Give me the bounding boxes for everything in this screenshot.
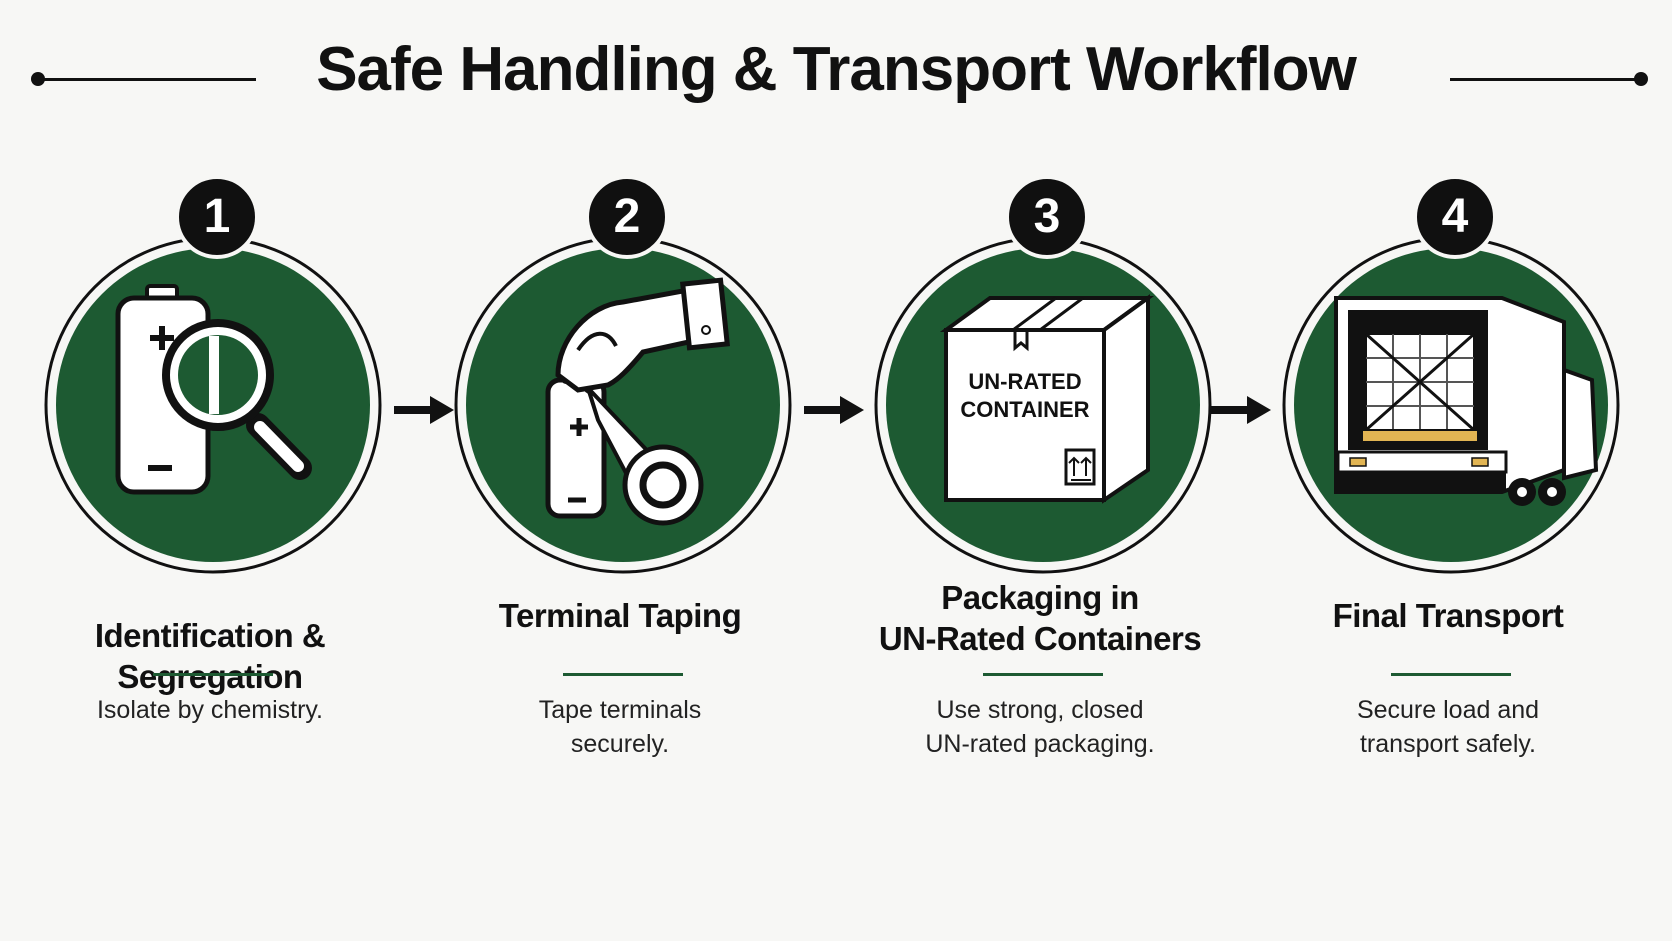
hand-taping-battery-icon [545, 277, 730, 526]
step-3-underline [983, 673, 1103, 676]
step-1-underline [153, 673, 273, 676]
step-4-number-badge: 4 [1413, 175, 1497, 259]
rule-end-dot-right [1634, 72, 1648, 86]
header: Safe Handling & Transport Workflow [0, 28, 1672, 118]
step-1-description: Isolate by chemistry. [0, 693, 420, 727]
step-2-number-badge: 2 [585, 175, 669, 259]
step-1: 1 Identification & Segregation Isolate b… [0, 175, 420, 815]
arrow-right-icon [800, 392, 870, 428]
title-rule-left [38, 78, 256, 81]
title-rule-right [1450, 78, 1640, 81]
step-3-description-line: UN-rated packaging. [925, 730, 1155, 758]
step-3-title-line: Packaging in [941, 579, 1139, 616]
page-title: Safe Handling & Transport Workflow [316, 35, 1357, 104]
step-3: UN-RATED CONTAINER 3 Packaging in UN-Rat… [830, 175, 1250, 815]
un-container-box-icon [939, 294, 1155, 504]
step-4-description-line: Secure load and [1356, 696, 1540, 724]
step-4: 4 Final Transport Secure load and transp… [1238, 175, 1658, 815]
step-3-disc: UN-RATED CONTAINER [868, 230, 1218, 580]
step-4-title-line: Final Transport [1332, 597, 1564, 634]
step-4-description: Secure load and transport safely. [1238, 693, 1658, 761]
step-2-disc [448, 230, 798, 580]
container-label-line: UN-RATED [968, 369, 1082, 394]
step-3-title: Packaging in UN-Rated Containers [830, 577, 1250, 659]
step-3-description-line: Use strong, closed [936, 696, 1144, 724]
step-3-title-line: UN-Rated Containers [878, 620, 1202, 657]
step-2: 2 Terminal Taping Tape terminals securel… [410, 175, 830, 815]
step-3-number-badge: 3 [1005, 175, 1089, 259]
step-1-title: Identification & Segregation [0, 615, 420, 697]
step-2-description: Tape terminals securely. [410, 693, 830, 761]
step-1-title-line: Identification & [94, 617, 326, 654]
battery-magnifier-icon [115, 284, 312, 495]
step-2-underline [563, 673, 683, 676]
step-4-title: Final Transport [1238, 595, 1658, 636]
step-1-title-line: Segregation [117, 658, 303, 695]
arrow-right-icon [1207, 392, 1277, 428]
step-4-underline [1391, 673, 1511, 676]
step-2-title-line: Terminal Taping [498, 597, 742, 634]
step-4-description-line: transport safely. [1359, 730, 1536, 758]
step-3-description: Use strong, closed UN-rated packaging. [830, 693, 1250, 761]
step-4-disc [1276, 230, 1626, 580]
step-2-description-line: securely. [570, 730, 670, 758]
step-2-description-line: Tape terminals [538, 696, 702, 724]
container-label: UN-RATED CONTAINER [946, 368, 1104, 424]
step-1-description-line: Isolate by chemistry. [96, 696, 323, 724]
truck-icon [1334, 296, 1599, 506]
arrow-right-icon [390, 392, 460, 428]
container-label-line: CONTAINER [960, 397, 1090, 422]
step-2-title: Terminal Taping [410, 595, 830, 636]
step-1-number-badge: 1 [175, 175, 259, 259]
step-1-disc [38, 230, 388, 580]
